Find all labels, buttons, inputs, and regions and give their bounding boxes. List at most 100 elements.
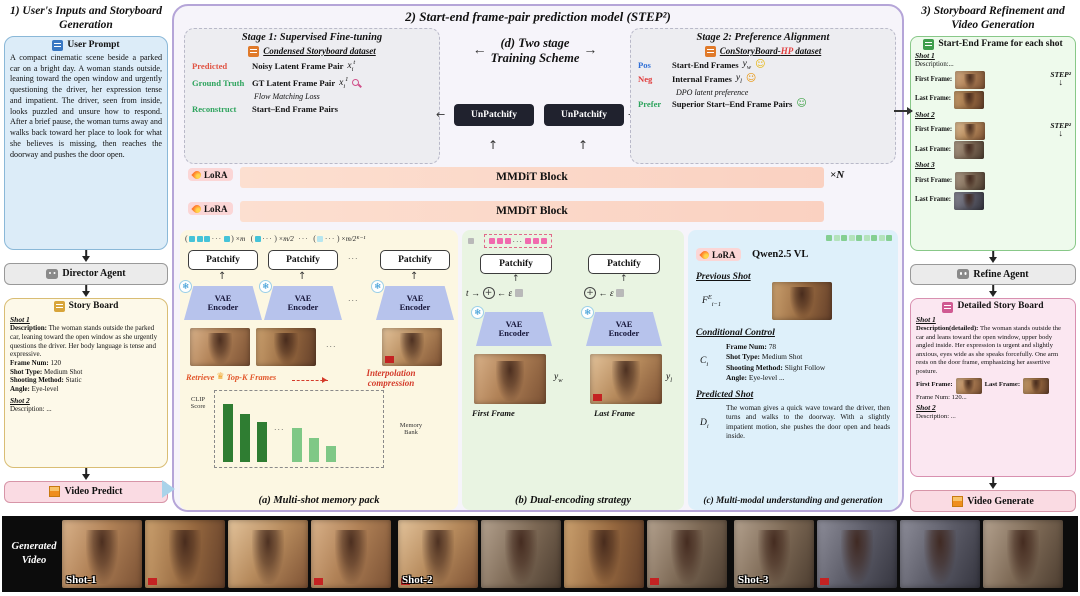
noise-add-right: + ← ε <box>584 287 625 299</box>
arrow-up-icon: ↑ <box>620 274 628 284</box>
arrow-down-icon <box>910 285 1076 298</box>
score-bar <box>257 422 267 462</box>
qwen-model-label: Qwen2.5 VL <box>752 249 809 260</box>
token <box>504 238 511 244</box>
preferred-token-group: ··· <box>483 234 552 248</box>
math-x-t: xit <box>347 59 356 74</box>
section-b-caption: (b) Dual-encoding strategy <box>514 495 632 506</box>
last-frame-thumb <box>954 191 985 210</box>
arrow-up-icon: ↑ <box>410 271 419 282</box>
times-n-label: ×N <box>830 169 845 181</box>
neg-row: Neg Internal Frames yl ☺ <box>638 73 757 86</box>
field-shot-type: Shot Type: Medium Shot <box>10 367 83 376</box>
video-frame <box>817 520 897 588</box>
score-bar <box>308 438 319 462</box>
section-multi-shot-memory: (···)×m (···)×m/2 ··· (···)×m/2ᴷ⁻¹ Patch… <box>179 230 458 510</box>
last-frame-thumb <box>954 141 985 160</box>
retrieve-topk-label: Retrieve ♛ Top-K Frames <box>186 372 277 382</box>
arrow-up-icon: ↑ <box>298 271 307 282</box>
agent-icon <box>46 268 59 279</box>
arrow-down-icon: ↓ <box>1058 77 1063 88</box>
stage2-box: Stage 2: Preference Alignment ConStoryBo… <box>630 28 896 164</box>
section-dual-encoding: ··· Patchify Patchify ↑ ↑ t → + ← ε + ← … <box>462 230 684 510</box>
video-generate-button[interactable]: Video Generate <box>910 490 1076 512</box>
arrow-down-icon <box>4 285 168 298</box>
shot-tag: Shot-1 <box>66 574 97 586</box>
arrow-down-icon <box>4 250 168 263</box>
token <box>196 235 203 242</box>
arrow-left-icon: ← <box>598 288 608 298</box>
video-frame <box>481 520 561 588</box>
noise-add-left: t → + ← ε <box>466 287 523 299</box>
token <box>871 235 877 241</box>
frames-icon <box>923 38 935 50</box>
arrow-left-icon: ← <box>497 288 507 298</box>
video-frame <box>228 520 308 588</box>
stage1-box: Stage 1: Supervised Fine-tuning Condense… <box>184 28 440 164</box>
video-frame <box>734 520 814 588</box>
patchify-box: Patchify <box>188 250 258 270</box>
predicted-row: Predicted Noisy Latent Frame Pair xit <box>192 59 356 74</box>
arrow-right-icon <box>894 107 913 115</box>
video-frame <box>398 520 478 588</box>
math-y-w: yw <box>554 372 563 384</box>
math-d: Di <box>700 418 709 430</box>
conditional-control-heading: Conditional Control <box>696 328 775 338</box>
last-frame-thumb <box>954 90 985 109</box>
flame-icon <box>191 202 203 215</box>
video-frame <box>647 520 727 588</box>
score-bar <box>291 428 302 462</box>
dataset-icon <box>248 45 260 57</box>
arrow-left-icon: ← <box>472 43 487 58</box>
math-y-l: yl <box>735 73 742 86</box>
token <box>848 235 855 241</box>
stage2-dataset: ConStoryBoard-HP dataset <box>638 45 888 57</box>
smiley-icon: ☺ <box>745 73 757 85</box>
cube-icon <box>49 486 61 498</box>
section-multimodal: LoRA Qwen2.5 VL Previous Shot FEi−1 Cond… <box>688 230 898 510</box>
startend-shot-1: Shot 1 Description:... First Frame: Last… <box>915 51 1071 109</box>
mmdit-block-2: MMDiT Block <box>240 201 824 222</box>
first-frame-thumb <box>955 71 986 90</box>
generated-video-label: Generated Video <box>11 541 57 566</box>
math-y-l: yl <box>666 372 673 384</box>
arrow-right-icon: → <box>583 43 598 58</box>
video-predict-button[interactable]: Video Predict <box>4 480 168 503</box>
field-shooting-method: Shooting Method: Static <box>10 376 82 385</box>
previous-shot-heading: Previous Shot <box>696 272 751 282</box>
shot2-description: Description: ... <box>10 405 52 414</box>
two-stage-label: ← (d) Two stage Training Scheme → <box>472 36 598 65</box>
snowflake-icon: ❄ <box>259 280 272 293</box>
dataset-icon <box>704 45 716 57</box>
score-bar <box>325 446 336 462</box>
video-predict-label: Video Predict <box>64 486 123 498</box>
shot1-description: Description: The woman stands outside th… <box>10 324 158 359</box>
user-prompt-text: A compact cinematic scene beside a parke… <box>10 52 162 159</box>
interpolation-label: Interpolation compression <box>366 368 416 389</box>
token <box>204 235 211 242</box>
math-c: Ci <box>700 356 709 368</box>
score-bar <box>223 404 233 462</box>
video-frame <box>62 520 142 588</box>
stage1-dataset: Condensed Storyboard dataset <box>192 45 432 57</box>
unpatchify-left: UnPatchify <box>454 104 534 126</box>
video-frame <box>145 520 225 588</box>
director-agent-label: Director Agent <box>62 268 126 280</box>
shot-tag: Shot-2 <box>402 574 433 586</box>
oplus-icon: + <box>584 287 596 299</box>
score-bar <box>240 414 250 462</box>
shot3-film-strip: Shot-3 <box>734 520 1063 588</box>
agent-icon <box>957 269 970 280</box>
arrow-up-icon: ↑ <box>512 274 520 284</box>
director-agent-box: Director Agent <box>4 262 168 285</box>
arrow-up-icon: ↑ <box>488 138 499 152</box>
arrow-left-icon: ← <box>436 108 446 121</box>
shot1-film-strip: Shot-1 <box>62 520 391 588</box>
snowflake-icon: ❄ <box>581 306 594 319</box>
shot2-label: Shot 2 <box>10 395 30 405</box>
smiley-icon: ☺ <box>796 98 807 110</box>
patchify-box: Patchify <box>480 254 552 274</box>
token <box>468 238 474 244</box>
token <box>878 235 885 241</box>
